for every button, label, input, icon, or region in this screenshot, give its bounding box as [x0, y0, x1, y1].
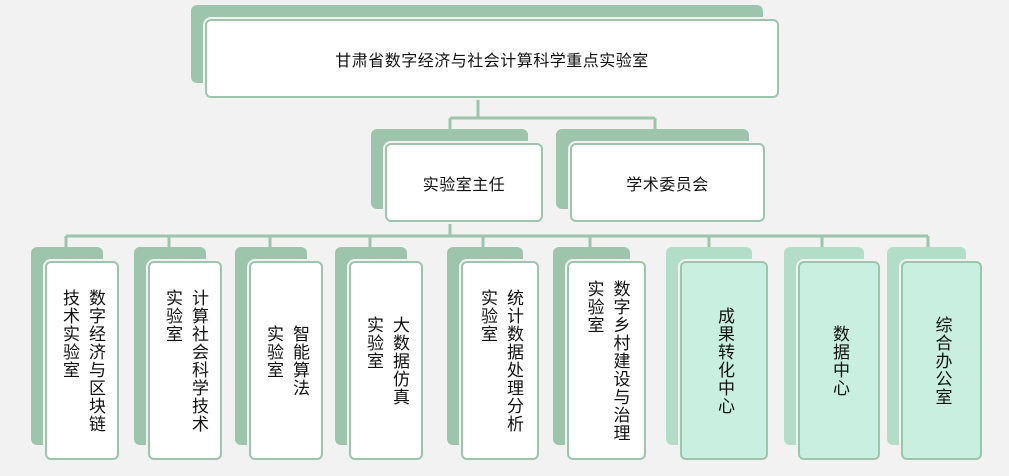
committee-node-box: 学术委员会 — [570, 143, 765, 222]
committee-node: 学术委员会 — [556, 129, 765, 222]
unit-node-box: 智能算法实验室 — [249, 261, 323, 460]
unit-label: 大数据仿真实验室 — [360, 316, 412, 406]
unit-label-line-2: 实验室 — [363, 315, 383, 370]
unit-label: 成果转化中心 — [711, 307, 737, 415]
unit-node-7: 成果转化中心 — [666, 247, 768, 462]
unit-label-line-1: 数字经济与区块链 — [85, 288, 105, 433]
unit-node-6: 数字乡村建设与治理实验室 — [553, 247, 646, 462]
unit-label: 智能算法实验室 — [260, 325, 312, 397]
director-label: 实验室主任 — [422, 174, 506, 194]
root-node: 甘肃省数字经济与社会计算科学重点实验室 — [191, 5, 779, 98]
unit-label-line-2: 实验室 — [162, 288, 182, 343]
unit-node-3: 智能算法实验室 — [235, 247, 323, 462]
unit-label-line-1: 统计数据处理分析 — [503, 288, 523, 433]
unit-label: 综合办公室 — [929, 316, 955, 406]
unit-node-2: 计算社会科学技术实验室 — [134, 247, 222, 462]
unit-node-box: 数字乡村建设与治理实验室 — [567, 261, 646, 460]
committee-label: 学术委员会 — [626, 174, 709, 194]
unit-node-4: 大数据仿真实验室 — [335, 247, 423, 462]
unit-label: 统计数据处理分析实验室 — [474, 289, 526, 433]
unit-label-line-1: 数字乡村建设与治理 — [609, 279, 630, 442]
root-label: 甘肃省数字经济与社会计算科学重点实验室 — [335, 50, 649, 70]
unit-label-line-2: 实验室 — [263, 324, 283, 379]
unit-label-line-2: 实验室 — [583, 279, 604, 334]
unit-label-line-2: 技术实验室 — [59, 288, 79, 379]
unit-node-box: 数字经济与区块链技术实验室 — [45, 261, 119, 460]
unit-label: 数字乡村建设与治理实验室 — [581, 280, 633, 442]
unit-label: 计算社会科学技术实验室 — [159, 289, 211, 433]
unit-node-box: 综合办公室 — [901, 261, 982, 460]
unit-node-8: 数据中心 — [784, 247, 880, 462]
root-node-box: 甘肃省数字经济与社会计算科学重点实验室 — [205, 19, 779, 98]
unit-label-line-1: 智能算法 — [289, 324, 309, 397]
unit-node-box: 计算社会科学技术实验室 — [148, 261, 222, 460]
unit-node-box: 统计数据处理分析实验室 — [461, 261, 539, 460]
unit-label-line-1: 大数据仿真 — [389, 315, 409, 406]
unit-label: 数字经济与区块链技术实验室 — [56, 289, 108, 433]
unit-node-box: 数据中心 — [798, 261, 880, 460]
unit-node-1: 数字经济与区块链技术实验室 — [31, 247, 119, 462]
unit-label-line-1: 计算社会科学技术 — [188, 288, 208, 433]
unit-label-line-1: 综合办公室 — [931, 315, 952, 406]
unit-node-5: 统计数据处理分析实验室 — [447, 247, 539, 462]
unit-node-box: 成果转化中心 — [680, 261, 768, 460]
director-node: 实验室主任 — [371, 129, 543, 222]
unit-label-line-2: 实验室 — [477, 288, 497, 343]
unit-label: 数据中心 — [826, 325, 852, 397]
director-node-box: 实验室主任 — [385, 143, 543, 222]
unit-node-9: 综合办公室 — [887, 247, 982, 462]
unit-label-line-1: 数据中心 — [829, 324, 849, 397]
unit-node-box: 大数据仿真实验室 — [349, 261, 423, 460]
unit-label-line-1: 成果转化中心 — [714, 306, 734, 415]
